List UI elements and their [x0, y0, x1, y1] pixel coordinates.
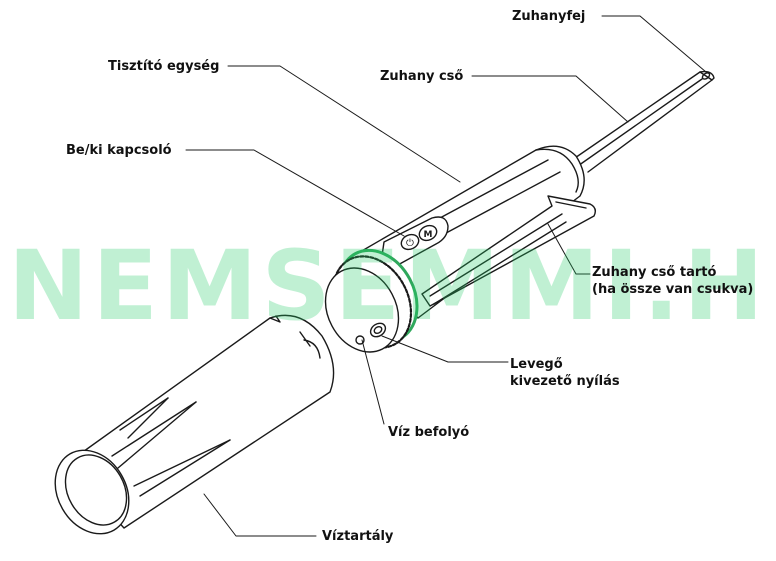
label-viztartaly: Víztartály	[322, 529, 394, 544]
label-zuhany-cso: Zuhany cső	[380, 69, 464, 84]
label-zuhany-cso-tarto: Zuhany cső tartó (ha össze van csukva)	[592, 264, 753, 298]
power-button-symbol: ⏻	[406, 238, 414, 249]
label-beki-kapcsolo: Be/ki kapcsoló	[66, 143, 172, 158]
label-viz-befolyo: Víz befolyó	[388, 425, 470, 440]
leader-levego	[381, 335, 509, 363]
power-button-outline	[400, 233, 420, 251]
leader-lines	[185, 15, 707, 537]
leader-zuhany-cso	[471, 75, 629, 123]
label-levego-line2: kivezető nyílás	[510, 374, 620, 389]
mode-button-outline	[418, 224, 438, 242]
mode-button-symbol: M	[424, 230, 433, 240]
label-tisztito-egyseg: Tisztító egység	[108, 59, 220, 74]
leader-viz-befolyo	[361, 339, 385, 425]
cleaning-unit-body	[359, 145, 597, 319]
label-levego-kivezeto: Levegő kivezető nyílás	[510, 356, 620, 390]
leader-zuhanyfej	[601, 15, 707, 73]
label-zuhanyfej: Zuhanyfej	[512, 9, 586, 24]
threaded-ring	[324, 248, 419, 353]
shower-tube	[571, 70, 715, 173]
label-zuhany-cso-tarto-main: Zuhany cső tartó	[592, 265, 717, 280]
leader-viztartaly	[203, 493, 317, 537]
label-zuhany-cso-tarto-note: (ha össze van csukva)	[592, 282, 754, 297]
leader-beki-kapcsolo	[185, 149, 405, 237]
leader-zuhany-cso-tarto	[547, 223, 591, 275]
water-tank	[54, 314, 335, 535]
label-levego-line1: Levegő	[510, 357, 563, 372]
control-panel	[381, 216, 449, 267]
leader-tisztito-egyseg	[227, 65, 461, 183]
